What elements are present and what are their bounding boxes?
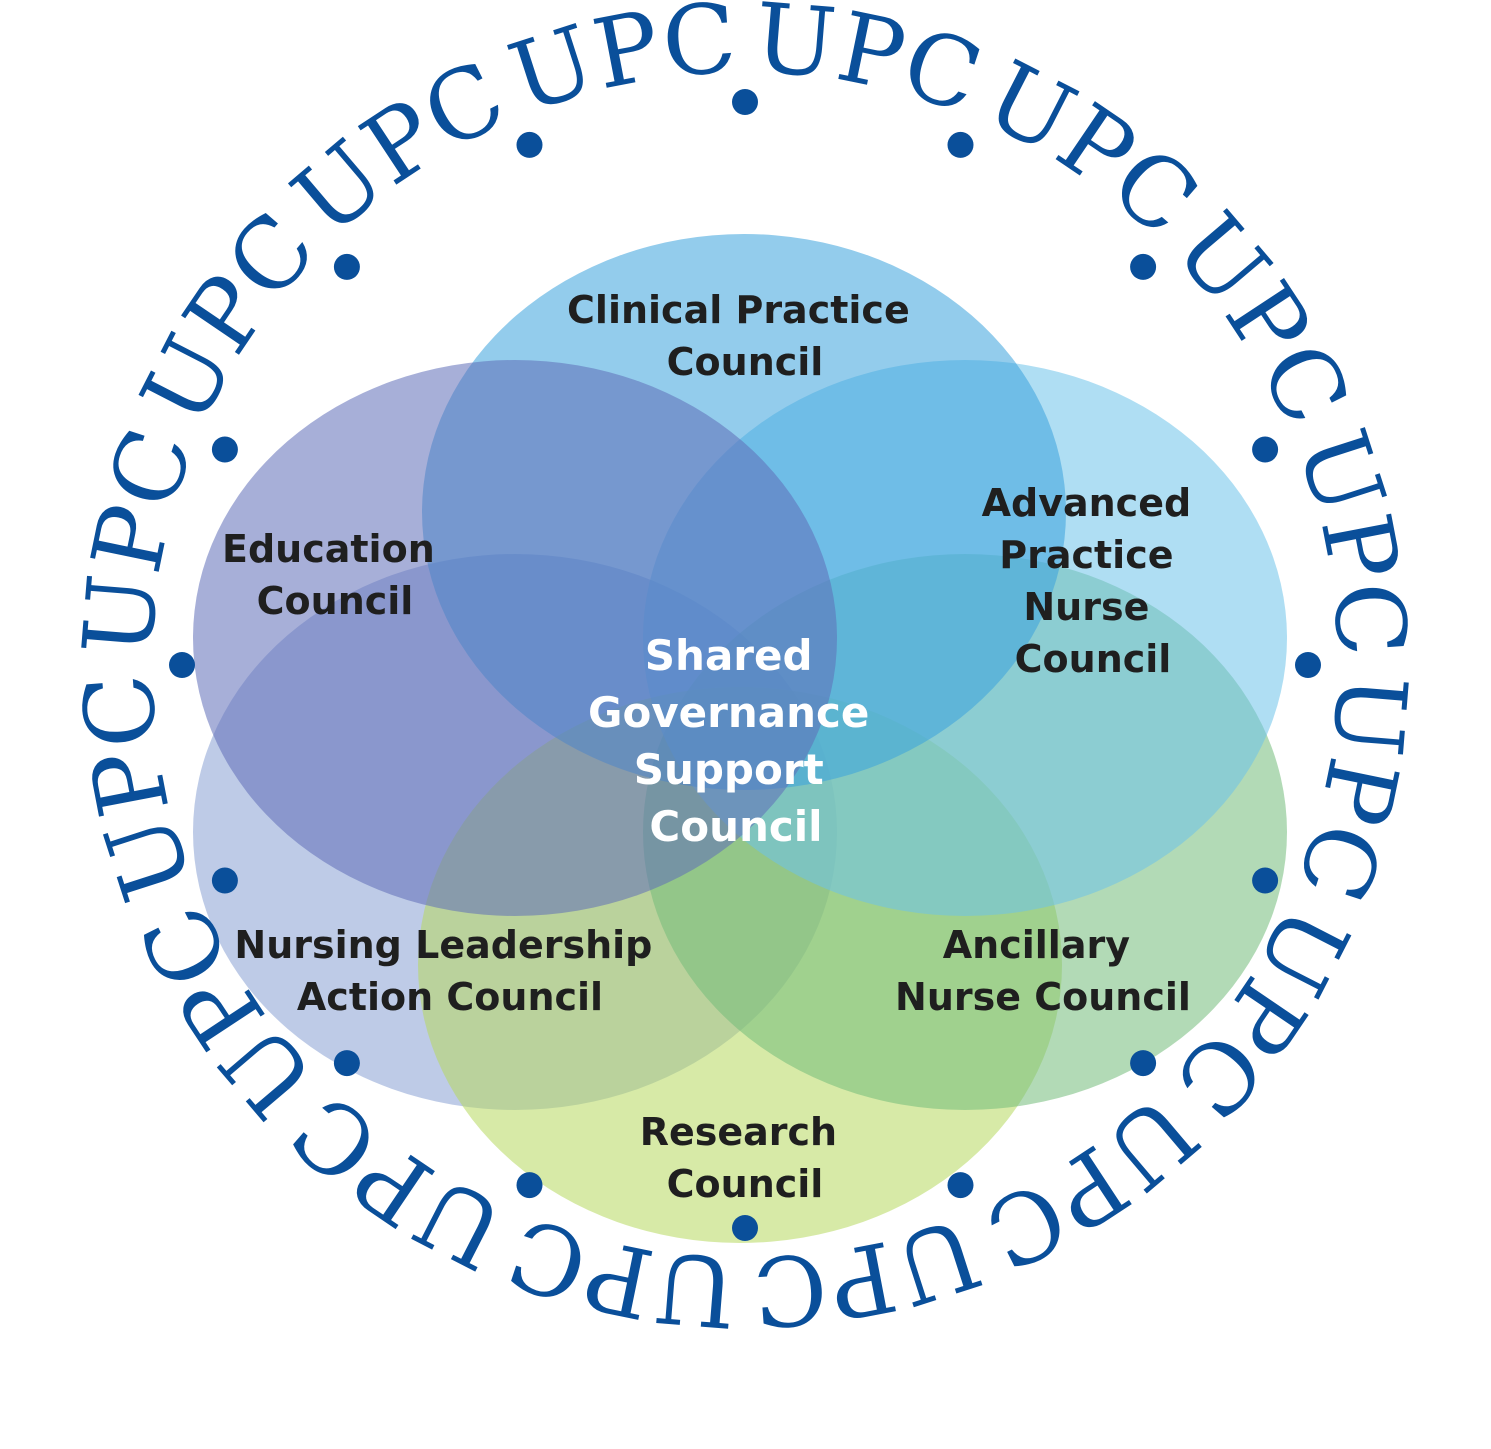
ring-separator-dot	[333, 253, 360, 280]
ring-label-upc: UPC	[119, 192, 337, 442]
label-clinical-practice: Clinical Practice Council	[567, 288, 923, 384]
council-ellipses	[193, 234, 1287, 1243]
ring-label-upc: UPC	[1275, 671, 1429, 915]
ring-separator-dot	[169, 652, 195, 678]
ring-separator-dot	[947, 131, 974, 158]
ring-separator-dot	[1130, 253, 1157, 280]
ring-label-upc: UPC	[1275, 417, 1428, 660]
ellipse-education	[193, 360, 837, 916]
ring-separator-dot	[211, 867, 238, 894]
ring-separator-dot	[516, 1172, 543, 1199]
ring-separator-dot	[1295, 652, 1321, 678]
center-label-shared-governance: Shared Governance Support Council	[588, 631, 884, 851]
label-ancillary-nurse: Ancillary Nurse Council	[895, 923, 1191, 1019]
label-advanced-practice-nurse: Advanced Practice Nurse Council	[982, 481, 1205, 681]
ring-label-upc: UPC	[1153, 192, 1371, 441]
ring-separator-dot	[1130, 1050, 1157, 1077]
ring-label-upc: UPC	[62, 670, 215, 913]
ring-separator-dot	[1252, 867, 1279, 894]
label-research: Research Council	[640, 1110, 851, 1206]
council-labels: Clinical Practice Council Advanced Pract…	[222, 288, 1205, 1206]
ring-separator-dot	[333, 1050, 360, 1077]
ring-label-upc: UPC	[969, 40, 1219, 258]
ring-label-upc: UPC	[497, 0, 740, 135]
ring-separator-dot	[947, 1172, 974, 1199]
label-education: Education Council	[222, 527, 448, 623]
ring-separator-dot	[1252, 436, 1279, 463]
ring-separator-dot	[732, 89, 758, 115]
ring-separator-dot	[211, 436, 238, 463]
ring-separator-dot	[732, 1215, 758, 1241]
ring-separator-dot	[516, 131, 543, 158]
label-nursing-leadership-action: Nursing Leadership Action Council	[234, 923, 665, 1019]
ring-label-upc: UPC	[272, 39, 522, 257]
ring-label-upc: UPC	[751, 0, 995, 135]
ring-label-upc: UPC	[62, 416, 215, 660]
